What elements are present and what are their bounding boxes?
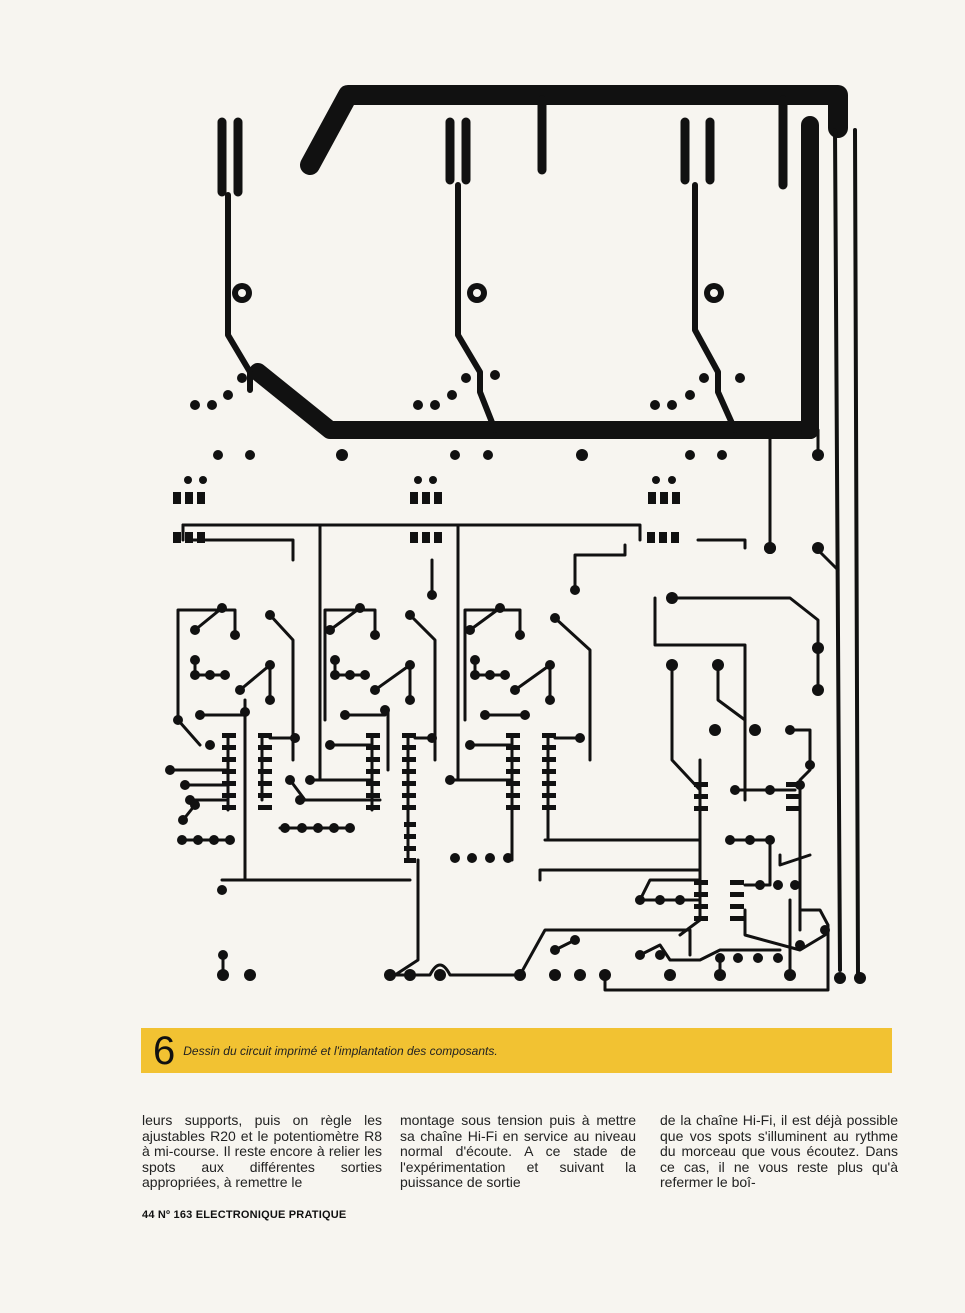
- figure-caption: Dessin du circuit imprimé et l'implantat…: [183, 1043, 498, 1058]
- pcb-power-trace-top: [300, 85, 848, 175]
- text-column-2: montage sous tension puis à mettre sa ch…: [400, 1112, 636, 1190]
- pcb-ic-pads: [173, 492, 800, 921]
- text-column-3: de la chaîne Hi-Fi, il est déjà possible…: [660, 1112, 898, 1190]
- figure-number: 6: [153, 1028, 176, 1073]
- figure-caption-bar: 6 Dessin du circuit imprimé et l'implant…: [141, 1028, 892, 1073]
- pcb-pads: [165, 370, 866, 984]
- pcb-logic-module-2: [308, 558, 437, 977]
- pcb-triac-2: [445, 95, 547, 433]
- pcb-logic-module-3: [448, 606, 702, 882]
- page-footer: 44 Nº 163 ELECTRONIQUE PRATIQUE: [142, 1209, 347, 1221]
- pcb-triac-1: [217, 117, 253, 393]
- article-body: leurs supports, puis on règle les ajusta…: [142, 1112, 898, 1193]
- pcb-power-trace-bottom: [249, 363, 819, 439]
- text-column-1: leurs supports, puis on règle les ajusta…: [142, 1112, 382, 1190]
- pcb-triac-3: [680, 95, 788, 433]
- pcb-layout-drawing: [165, 85, 866, 992]
